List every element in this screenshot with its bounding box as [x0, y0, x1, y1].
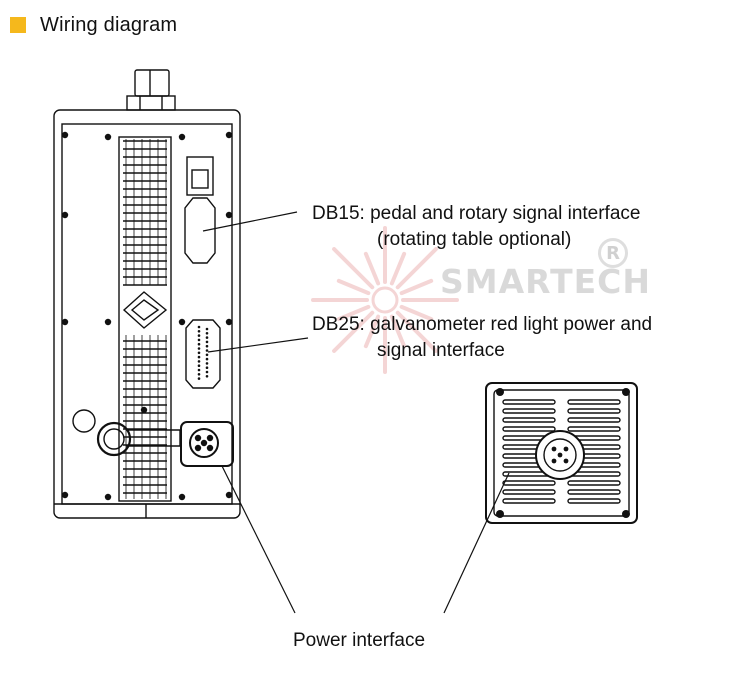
section-header: Wiring diagram: [10, 12, 177, 38]
leader-lines: [202, 211, 510, 614]
section-title: Wiring diagram: [40, 13, 178, 36]
power-connector-closeup: [485, 382, 638, 524]
controller-panel: [53, 69, 241, 519]
db25-sublabel: signal interface: [377, 340, 505, 361]
watermark-text: SMARTECH: [440, 262, 651, 301]
watermark-sunburst: [311, 226, 459, 374]
db15-sublabel: (rotating table optional): [377, 229, 572, 250]
db25-label: DB25: galvanometer red light power and: [312, 314, 653, 335]
section-marker: [10, 17, 26, 33]
registered-mark-icon: R: [598, 238, 628, 268]
power-interface-label: Power interface: [293, 630, 426, 651]
db15-label: DB15: pedal and rotary signal interface: [312, 203, 641, 224]
